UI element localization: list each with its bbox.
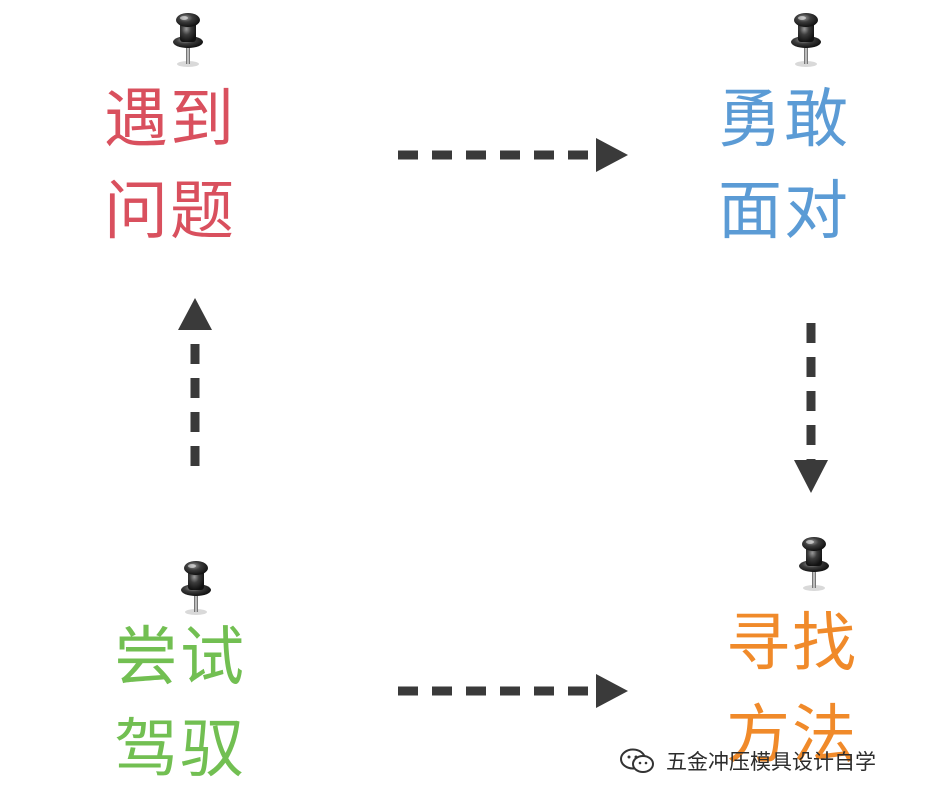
push-pin-icon xyxy=(791,13,821,67)
watermark: 五金冲压模具设计自学 xyxy=(618,746,876,776)
node-label-line: 寻找 xyxy=(726,607,858,681)
arrow-try-to-method xyxy=(398,674,628,708)
watermark-text: 五金冲压模具设计自学 xyxy=(666,750,876,774)
node-label-line: 驾驭 xyxy=(114,713,246,787)
node-try-master: 尝试 驾驭 xyxy=(114,612,246,796)
node-label-line: 面对 xyxy=(718,175,850,249)
node-encounter-problem: 遇到 问题 xyxy=(104,74,236,258)
node-label-line: 问题 xyxy=(104,175,236,249)
arrow-problem-to-courage xyxy=(398,138,628,172)
node-label-line: 方法 xyxy=(726,699,858,773)
push-pin-icon xyxy=(173,13,203,67)
node-face-bravely: 勇敢 面对 xyxy=(718,74,850,258)
arrow-courage-to-method xyxy=(794,323,828,493)
arrow-try-to-problem xyxy=(178,298,212,466)
node-label-line: 勇敢 xyxy=(718,83,850,157)
node-label-line: 遇到 xyxy=(104,83,236,157)
node-label-line: 尝试 xyxy=(114,621,246,695)
wechat-icon xyxy=(620,748,654,773)
push-pin-icon xyxy=(799,537,829,591)
node-find-method: 寻找 方法 xyxy=(726,598,858,782)
push-pin-icon xyxy=(181,561,211,615)
